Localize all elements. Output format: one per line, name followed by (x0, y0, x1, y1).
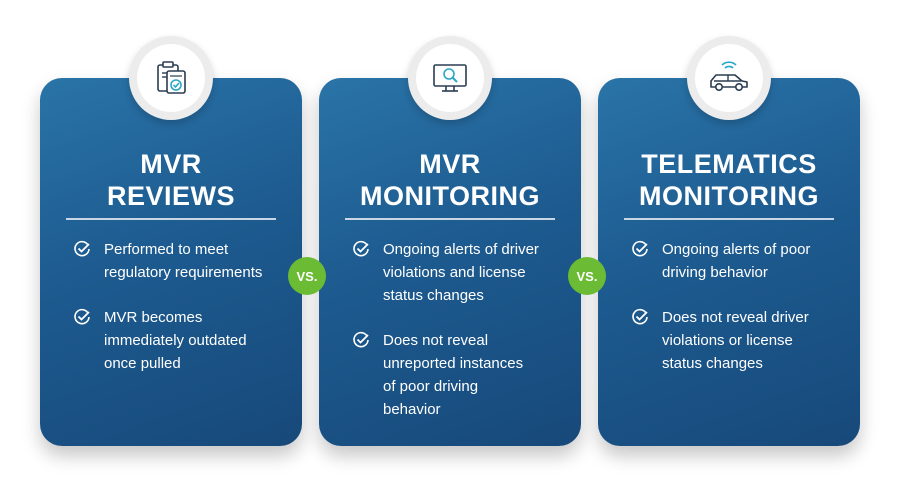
item-text: Ongoing alerts of poor driving behavior (662, 241, 811, 281)
card-title: MVR REVIEWS (106, 149, 236, 211)
item-list: Ongoing alerts of poor driving behavior … (630, 238, 842, 397)
icon-badge (687, 36, 771, 120)
item-text: Ongoing alerts of driver violations and … (383, 241, 539, 304)
icon-badge (408, 36, 492, 120)
item-text: Does not reveal driver violations or lic… (662, 309, 809, 372)
vs-badge: VS. (288, 257, 326, 295)
connected-car-icon (710, 61, 748, 91)
check-circle-icon (632, 240, 648, 257)
card-mvr-reviews: MVR REVIEWS Performed to meet regulatory… (40, 36, 302, 446)
list-item: Performed to meet regulatory requirement… (72, 238, 284, 284)
divider (345, 218, 555, 220)
list-item: MVR becomes immediately outdated once pu… (72, 306, 284, 375)
item-list: Ongoing alerts of driver violations and … (351, 238, 563, 443)
item-text: MVR becomes immediately outdated once pu… (104, 309, 247, 372)
clipboard-check-icon (157, 61, 186, 94)
list-item: Does not reveal driver violations or lic… (630, 306, 842, 375)
divider (624, 218, 834, 220)
vs-badge: VS. (568, 257, 606, 295)
card-mvr-monitoring: MVR MONITORING Ongoing alerts of driver … (319, 36, 581, 446)
list-item: Ongoing alerts of poor driving behavior (630, 238, 842, 284)
check-circle-icon (353, 331, 369, 348)
icon-badge (129, 36, 213, 120)
divider (66, 218, 276, 220)
item-text: Performed to meet regulatory requirement… (104, 241, 263, 281)
item-list: Performed to meet regulatory requirement… (72, 238, 284, 397)
card-telematics-monitoring: TELEMATICS MONITORING Ongoing alerts of … (598, 36, 860, 446)
list-item: Does not reveal unreported instances of … (351, 329, 563, 421)
item-text: Does not reveal unreported instances of … (383, 332, 524, 418)
check-circle-icon (353, 240, 369, 257)
check-circle-icon (632, 308, 648, 325)
card-title: TELEMATICS MONITORING (639, 149, 819, 211)
check-circle-icon (74, 308, 90, 325)
card-title: MVR MONITORING (360, 149, 540, 211)
list-item: Ongoing alerts of driver violations and … (351, 238, 563, 307)
monitor-search-icon (433, 64, 467, 92)
check-circle-icon (74, 240, 90, 257)
